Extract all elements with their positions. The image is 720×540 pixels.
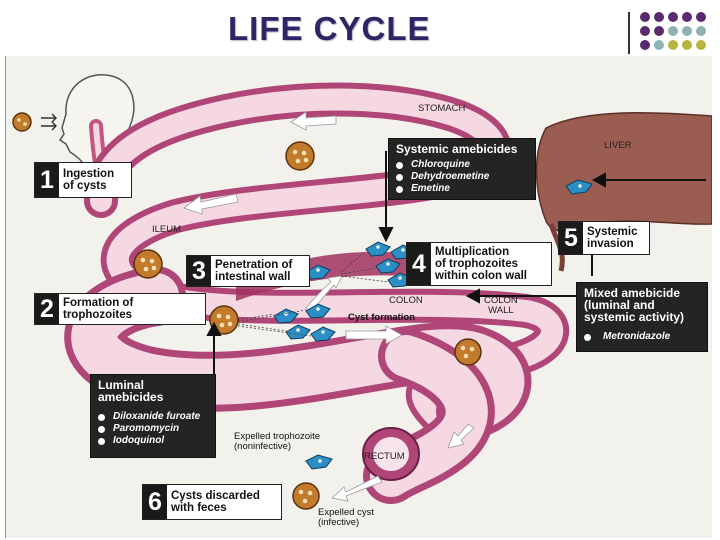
flow-arrow-descending <box>447 423 475 449</box>
stage-4-number: 4 <box>407 243 431 285</box>
label-colon: COLON <box>389 295 423 306</box>
flow-arrow-penetration <box>305 275 343 313</box>
flow-arrow-ileum <box>183 193 239 215</box>
liver-organ <box>535 111 712 232</box>
stage-1-number: 1 <box>35 163 59 197</box>
spread-dashed-lines <box>237 250 389 337</box>
drug-target-arrows <box>206 151 706 378</box>
stage-4-label: Multiplication of trophozoites within co… <box>435 246 527 282</box>
cyst-group <box>12 112 482 510</box>
stage-4-box: 4 Multiplication of trophozoites within … <box>406 242 552 286</box>
flow-arrow-stomach <box>290 111 337 131</box>
annotation-expelled-cyst: Expelled cyst (infective) <box>318 507 374 528</box>
luminal-amebicides-box: Luminal amebicides Diloxanide furoate Pa… <box>90 374 216 458</box>
drug-item: Paromomycin <box>98 423 208 435</box>
stage-6-box: 6 Cysts discarded with feces <box>142 484 282 520</box>
drug-item: Diloxanide furoate <box>98 411 208 423</box>
stage-5-label: Systemic invasion <box>587 226 638 250</box>
bullet-icon <box>396 161 403 169</box>
drug-item: Metronidazole <box>584 331 700 343</box>
mixed-amebicide-heading: Mixed amebicide (luminal and systemic ac… <box>584 286 685 324</box>
stage-5-box: 5 Systemic invasion <box>558 221 650 255</box>
annotation-expelled-trophozoite: Expelled trophozoite (noninfective) <box>234 431 321 452</box>
label-liver: LIVER <box>604 140 632 151</box>
systemic-amebicides-heading: Systemic amebicides <box>396 142 518 156</box>
life-cycle-figure: STOMACH LIVER ILEUM COLON COLON WALL REC… <box>5 56 712 538</box>
stage-2-box: 2 Formation of trophozoites <box>34 293 206 325</box>
stage-6-number: 6 <box>143 485 167 519</box>
stage-1-box: 1 Ingestion of cysts <box>34 162 132 198</box>
luminal-amebicides-heading: Luminal amebicides <box>98 378 164 404</box>
mixed-amebicide-box: Mixed amebicide (luminal and systemic ac… <box>576 282 708 352</box>
title-divider <box>628 12 630 54</box>
bullet-icon <box>98 437 105 445</box>
ingestion-arrows <box>41 113 57 131</box>
label-stomach: STOMACH <box>418 103 466 114</box>
bullet-icon <box>396 173 403 181</box>
stage-3-box: 3 Penetration of intestinal wall <box>186 255 310 287</box>
drug-item: Emetine <box>396 183 528 195</box>
drug-item: Iodoquinol <box>98 435 208 447</box>
stage-2-label: Formation of trophozoites <box>63 297 134 321</box>
stage-6-label: Cysts discarded with feces <box>171 490 260 514</box>
flow-arrow-colon <box>345 325 403 345</box>
stage-3-label: Penetration of intestinal wall <box>215 259 293 283</box>
stage-3-number: 3 <box>187 256 211 286</box>
cyst-nuclei <box>17 118 475 504</box>
stage-1-label: Ingestion of cysts <box>63 168 115 192</box>
systemic-amebicides-box: Systemic amebicides Chloroquine Dehydroe… <box>388 138 536 200</box>
stage-5-number: 5 <box>559 222 583 254</box>
label-colon-wall: COLON WALL <box>484 295 518 316</box>
stage-2-number: 2 <box>35 294 59 324</box>
bullet-icon <box>98 425 105 433</box>
label-ileum: ILEUM <box>152 224 182 235</box>
annotation-cyst-formation: Cyst formation <box>348 312 416 323</box>
bullet-icon <box>584 333 591 341</box>
bullet-icon <box>98 413 105 421</box>
page-title: LIFE CYCLE <box>228 10 431 47</box>
drug-item: Chloroquine <box>396 159 528 171</box>
drug-item: Dehydroemetine <box>396 171 528 183</box>
bullet-icon <box>396 185 403 193</box>
flow-arrow-expelled-cyst <box>331 475 383 502</box>
label-rectum: RECTUM <box>364 451 405 462</box>
